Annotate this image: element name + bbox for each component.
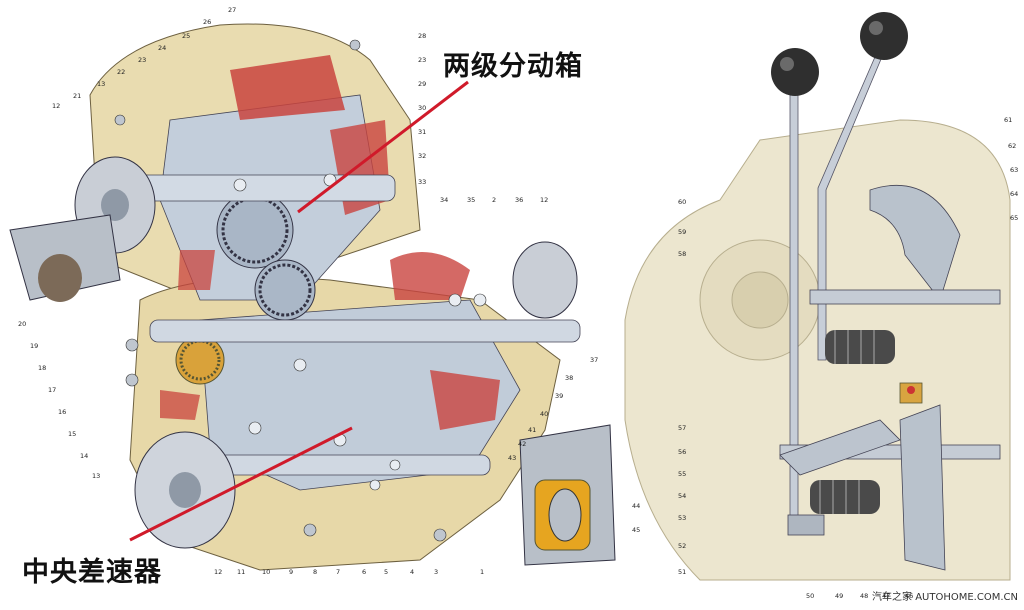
part-number-left-39: 11: [237, 568, 245, 576]
part-number-right-7: 53: [678, 514, 686, 522]
part-number-left-19: 36: [515, 196, 523, 204]
part-number-right-9: 51: [678, 568, 686, 576]
part-number-left-6: 13: [97, 80, 105, 88]
part-number-left-36: 44: [632, 502, 640, 510]
right-part-numbers: 60 59 58 57 56 55 54 53 52 51 50 49 48 47 46 61 62 63 64 65: [678, 116, 1018, 600]
part-number-left-17: 35: [467, 196, 475, 204]
part-number-left-5: 22: [117, 68, 125, 76]
part-number-left-45: 5: [384, 568, 388, 576]
part-number-left-48: 1: [480, 568, 484, 576]
part-number-left-18: 2: [492, 196, 496, 204]
part-number-left-13: 31: [418, 128, 426, 136]
part-number-right-2: 58: [678, 250, 686, 258]
part-number-left-42: 8: [313, 568, 317, 576]
part-number-right-6: 54: [678, 492, 686, 500]
part-number-left-32: 40: [540, 410, 548, 418]
part-number-left-27: 14: [80, 452, 88, 460]
part-number-right-12: 48: [860, 592, 868, 600]
part-number-left-44: 6: [362, 568, 366, 576]
part-number-left-2: 25: [182, 32, 190, 40]
part-number-left-40: 10: [262, 568, 270, 576]
part-number-left-7: 12: [52, 102, 60, 110]
part-number-left-3: 24: [158, 44, 166, 52]
part-number-left-28: 13: [92, 472, 100, 480]
part-number-left-30: 38: [565, 374, 573, 382]
part-number-left-23: 18: [38, 364, 46, 372]
part-number-left-26: 15: [68, 430, 76, 438]
part-number-right-1: 59: [678, 228, 686, 236]
part-number-right-16: 62: [1008, 142, 1016, 150]
part-number-left-35: 43: [508, 454, 516, 462]
part-number-left-29: 37: [590, 356, 598, 364]
part-number-left-21: 20: [18, 320, 26, 328]
part-number-left-8: 21: [73, 92, 81, 100]
part-number-left-22: 19: [30, 342, 38, 350]
part-number-right-10: 50: [806, 592, 814, 600]
part-number-left-33: 41: [528, 426, 536, 434]
part-number-right-13: 47: [882, 592, 890, 600]
part-number-left-47: 3: [434, 568, 438, 576]
part-number-right-8: 52: [678, 542, 686, 550]
part-number-right-15: 61: [1004, 116, 1012, 124]
part-number-left-46: 4: [410, 568, 414, 576]
transfer-case-assembly: [9, 23, 616, 571]
part-number-right-14: 46: [905, 592, 913, 600]
part-number-left-0: 27: [228, 6, 236, 14]
part-number-left-15: 33: [418, 178, 426, 186]
part-number-left-24: 17: [48, 386, 56, 394]
part-number-left-1: 26: [203, 18, 211, 26]
shift-mechanism-assembly: [624, 12, 1011, 581]
part-number-left-41: 9: [289, 568, 293, 576]
center-diff-label: 中央差速器: [22, 557, 162, 588]
part-number-left-11: 29: [418, 80, 426, 88]
part-number-right-4: 56: [678, 448, 686, 456]
part-number-left-34: 42: [518, 440, 526, 448]
part-number-right-5: 55: [678, 470, 686, 478]
part-number-right-3: 57: [678, 424, 686, 432]
callout-line-transfer-case: [297, 80, 469, 214]
part-number-left-31: 39: [555, 392, 563, 400]
part-number-right-0: 60: [678, 198, 686, 206]
part-number-left-10: 23: [418, 56, 426, 64]
callout-line-center-diff: [129, 426, 353, 542]
part-number-right-17: 63: [1010, 166, 1018, 174]
part-number-left-16: 34: [440, 196, 448, 204]
part-number-left-4: 23: [138, 56, 146, 64]
part-number-right-11: 49: [835, 592, 843, 600]
part-number-right-19: 65: [1010, 214, 1018, 222]
part-number-left-20: 12: [540, 196, 548, 204]
watermark: 汽车之家 AUTOHOME.COM.CN: [872, 592, 1018, 603]
part-number-left-9: 28: [418, 32, 426, 40]
part-number-left-38: 12: [214, 568, 222, 576]
part-number-left-12: 30: [418, 104, 426, 112]
transfer-case-label: 两级分动箱: [443, 51, 583, 82]
part-number-left-43: 7: [336, 568, 340, 576]
part-number-left-37: 45: [632, 526, 640, 534]
part-number-left-14: 32: [418, 152, 426, 160]
part-number-right-18: 64: [1010, 190, 1018, 198]
part-number-left-25: 16: [58, 408, 66, 416]
